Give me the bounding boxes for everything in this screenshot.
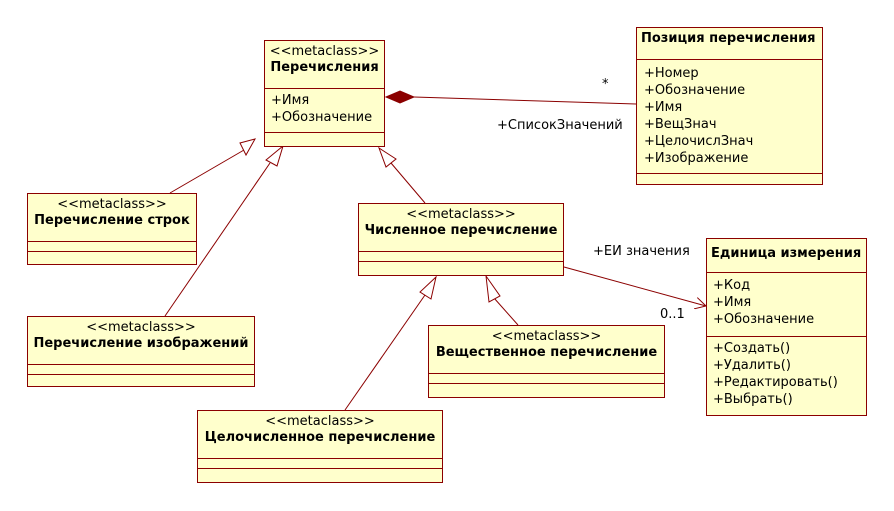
class-unit[interactable]: Единица измерения +Код +Имя +Обозначение… — [706, 238, 867, 416]
attributes-section: +Код +Имя +Обозначение — [707, 272, 866, 336]
values-multiplicity-label: * — [602, 77, 609, 92]
stereotype-label: <<metaclass>> — [57, 197, 167, 212]
values-role-label: +СписокЗначений — [497, 118, 623, 133]
attribute: +Имя — [644, 100, 683, 115]
operation: +Создать() — [713, 341, 791, 356]
operations-section — [637, 173, 822, 183]
unit-multiplicity-label: 0..1 — [660, 307, 685, 322]
composition-diamond — [384, 90, 416, 104]
generalization-numeric-enum[interactable] — [378, 146, 426, 204]
attribute: +Обозначение — [644, 83, 746, 98]
stereotype-label: <<metaclass>> — [406, 207, 516, 222]
attributes-section — [359, 251, 563, 261]
operations-section — [359, 261, 563, 271]
operations-section — [198, 468, 442, 478]
composition-association[interactable] — [384, 90, 637, 105]
attributes-section: +Имя +Обозначение — [265, 88, 384, 132]
generalization-integer-enum[interactable] — [344, 275, 437, 411]
attribute: +Имя — [713, 295, 752, 310]
attribute: +Обозначение — [271, 110, 373, 125]
stereotype-label: <<metaclass>> — [269, 44, 380, 59]
attributes-section — [429, 373, 664, 383]
operations-section — [429, 383, 664, 393]
attribute: +Номер — [644, 66, 699, 81]
operations-section — [265, 132, 384, 142]
attribute: +ЦелочислЗнач — [644, 134, 754, 149]
class-name: Целочисленное перечисление — [204, 430, 436, 445]
attributes-section — [198, 458, 442, 468]
attribute: +Код — [713, 278, 751, 293]
attribute: +Имя — [271, 93, 310, 108]
unit-association[interactable] — [563, 266, 706, 306]
class-name: Вещественное перечисление — [435, 345, 658, 360]
unit-role-label: +ЕИ значения — [593, 244, 690, 259]
attribute: +ВещЗнач — [644, 117, 717, 132]
class-name: Позиция перечисления — [641, 31, 816, 46]
class-integer-enum[interactable]: <<metaclass>> Целочисленное перечисление — [197, 410, 443, 483]
operations-section — [28, 374, 254, 384]
class-name: Перечисление изображений — [33, 336, 249, 351]
class-name: Перечисление строк — [34, 213, 190, 228]
class-string-enum[interactable]: <<metaclass>> Перечисление строк — [27, 193, 197, 265]
attributes-section — [28, 364, 254, 374]
class-name: Перечисления — [270, 60, 379, 75]
generalization-real-enum[interactable] — [485, 275, 519, 326]
class-image-enum[interactable]: <<metaclass>> Перечисление изображений — [27, 316, 255, 387]
operation: +Выбрать() — [713, 392, 793, 407]
operations-section — [28, 251, 196, 261]
operations-section: +Создать() +Удалить() +Редактировать() +… — [707, 336, 866, 408]
class-name: Численное перечисление — [364, 223, 558, 238]
stereotype-label: <<metaclass>> — [491, 329, 602, 344]
class-enum-position[interactable]: Позиция перечисления +Номер +Обозначение… — [636, 27, 823, 185]
operation: +Удалить() — [713, 358, 791, 373]
operation: +Редактировать() — [713, 375, 838, 390]
stereotype-label: <<metaclass>> — [86, 320, 196, 335]
class-name: Единица измерения — [711, 246, 862, 261]
class-real-enum[interactable]: <<metaclass>> Вещественное перечисление — [428, 325, 665, 398]
stereotype-label: <<metaclass>> — [265, 414, 375, 429]
generalization-string-enum[interactable] — [169, 138, 257, 194]
attribute: +Изображение — [644, 151, 749, 166]
class-enumerations[interactable]: <<metaclass>> Перечисления +Имя +Обознач… — [264, 40, 385, 147]
attributes-section: +Номер +Обозначение +Имя +ВещЗнач +Целоч… — [637, 59, 822, 173]
class-numeric-enum[interactable]: <<metaclass>> Численное перечисление — [358, 203, 564, 276]
attributes-section — [28, 241, 196, 251]
attribute: +Обозначение — [713, 312, 815, 327]
generalization-image-enum[interactable] — [164, 144, 284, 317]
